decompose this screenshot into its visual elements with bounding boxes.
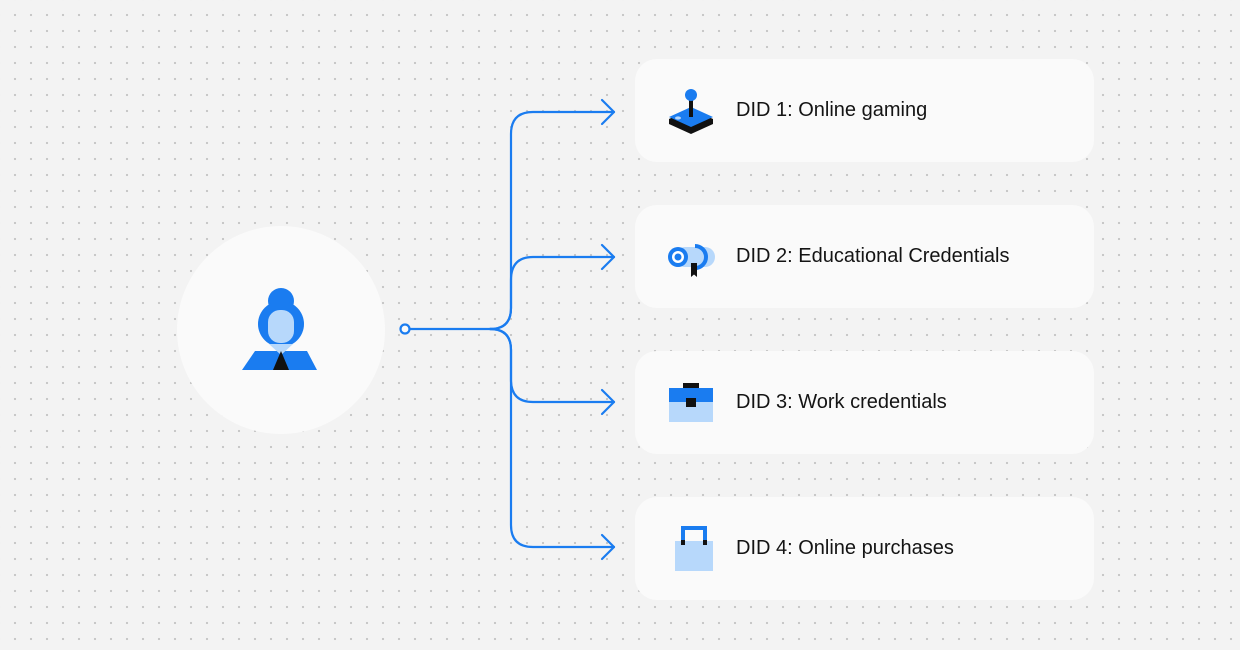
branch-line-2 (488, 255, 616, 331)
arrow-head-4 (600, 533, 616, 561)
did-card-1[interactable]: DID 1: Online gaming (635, 59, 1094, 162)
arrow-head-2 (600, 243, 616, 271)
did-label-4: DID 4: Online purchases (736, 537, 954, 559)
connector-origin-node (399, 323, 411, 335)
did-label-2: DID 2: Educational Credentials (736, 245, 1010, 267)
diploma-scroll-icon (667, 233, 715, 281)
person-with-tie-icon (242, 288, 317, 370)
joystick-icon (667, 87, 715, 135)
arrow-head-1 (600, 98, 616, 126)
user-avatar (177, 226, 385, 434)
did-card-2[interactable]: DID 2: Educational Credentials (635, 205, 1094, 308)
did-label-1: DID 1: Online gaming (736, 99, 928, 121)
did-card-3[interactable]: DID 3: Work credentials (635, 351, 1094, 454)
branch-line-1 (488, 110, 616, 331)
did-label-3: DID 3: Work credentials (736, 391, 947, 413)
shopping-bag-icon (667, 525, 715, 573)
briefcase-icon (667, 379, 715, 427)
did-card-4[interactable]: DID 4: Online purchases (635, 497, 1094, 600)
branch-line-4 (488, 327, 616, 549)
arrow-head-3 (600, 388, 616, 416)
